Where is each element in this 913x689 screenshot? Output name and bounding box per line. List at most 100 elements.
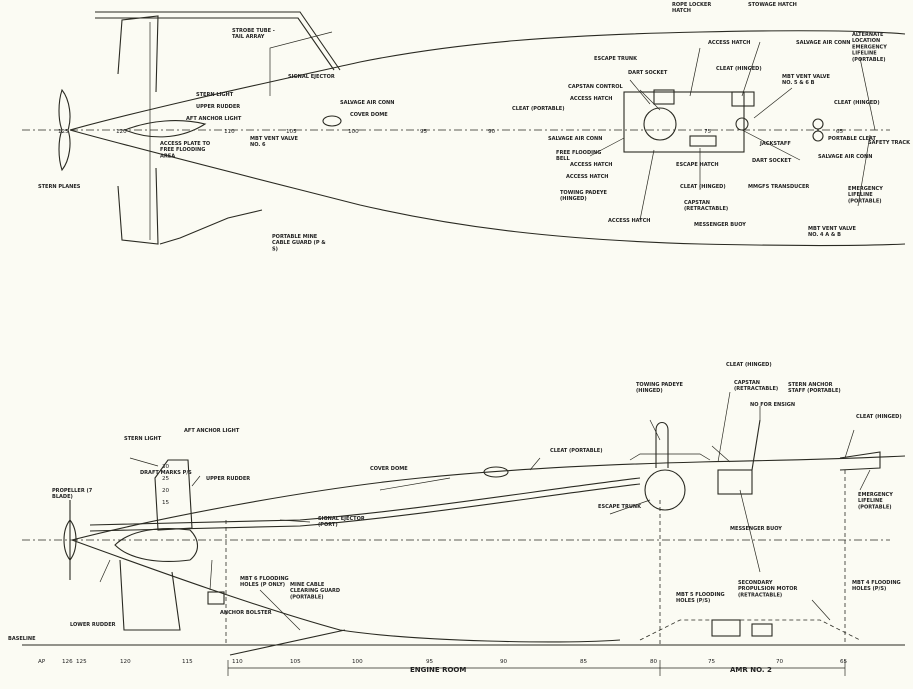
label-stern-light: STERN LIGHT xyxy=(196,92,234,98)
plan-strobe-tube-2 xyxy=(95,17,335,71)
label-cover-dome-1: COVER DOME xyxy=(350,112,388,118)
plan-capstan xyxy=(689,135,717,147)
label-cleat-hinged-4: CLEAT (HINGED) xyxy=(726,362,772,368)
label-cleat-hinged-3: CLEAT (HINGED) xyxy=(680,184,726,190)
profile-mine-guard xyxy=(229,629,346,656)
label-escape-trunk-1: ESCAPE TRUNK xyxy=(594,56,638,62)
label-access-hatch-4: ACCESS HATCH xyxy=(566,174,608,180)
label-transducer: MMGFS TRANSDUCER xyxy=(748,184,809,190)
plan-stern-plane-upper xyxy=(117,15,159,93)
label-t125: 125 xyxy=(58,129,69,135)
profile-tank-outline xyxy=(639,619,861,641)
label-stern-planes: STERN PLANES xyxy=(38,184,81,190)
profile-deck xyxy=(629,453,711,461)
profile-hull-top xyxy=(71,455,906,541)
label-t65: 65 xyxy=(836,129,844,135)
plan-strobe-tube xyxy=(95,11,341,71)
label-access-hatch-5: ACCESS HATCH xyxy=(608,218,650,224)
label-s125: 125 xyxy=(76,659,87,665)
label-salvage-air-1: SALVAGE AIR CONN xyxy=(796,40,850,46)
profile-anchor-staff xyxy=(751,419,761,471)
label-dart-socket-2: DART SOCKET xyxy=(752,158,792,164)
label-messenger-buoy-2: MESSENGER BUOY xyxy=(730,526,782,532)
label-t120: 120 xyxy=(116,129,127,135)
profile-towing-padeye xyxy=(655,421,669,468)
label-t75: 75 xyxy=(704,129,712,135)
label-draft-marks: DRAFT MARKS P/S xyxy=(140,470,192,476)
label-escape-trunk-2: ESCAPE TRUNK xyxy=(598,504,642,510)
plan-leader-1 xyxy=(269,31,333,96)
label-cover-dome-2: COVER DOME xyxy=(370,466,408,472)
draft-mark: 25 xyxy=(162,476,170,482)
label-s110: 110 xyxy=(232,659,243,665)
label-s70: 70 xyxy=(776,659,784,665)
label-capstan-retract-1: CAPSTAN(RETRACTABLE) xyxy=(684,200,728,212)
profile-signal-ejector-2 xyxy=(89,483,641,532)
label-stowage: STOWAGE HATCH xyxy=(748,2,797,8)
plan-propeller xyxy=(58,88,71,172)
label-dart-socket-1: DART SOCKET xyxy=(628,70,668,76)
label-salvage-air-3: SALVAGE AIR CONN xyxy=(548,136,602,142)
label-aft-anchor-light: AFT ANCHOR LIGHT xyxy=(186,116,242,122)
label-t90: 90 xyxy=(488,129,496,135)
label-towing-padeye-1: TOWING PADEYE(HINGED) xyxy=(560,190,608,202)
label-t105: 105 xyxy=(286,129,297,135)
label-s126: 126 xyxy=(62,659,73,665)
profile-upper-rudder xyxy=(154,459,193,531)
draft-mark: 15 xyxy=(162,500,170,506)
label-s65: 65 xyxy=(840,659,848,665)
profile-lifeline-end xyxy=(839,451,881,471)
label-s80: 80 xyxy=(650,659,658,665)
plan-stern-plane-lower xyxy=(117,167,159,245)
plan-escape-trunk xyxy=(643,107,677,141)
profile-anchor-bolster xyxy=(207,591,225,605)
plan-mine-guard xyxy=(159,209,263,245)
label-towing-padeye-2: TOWING PADEYE(HINGED) xyxy=(636,382,684,394)
label-access-hatch-2: ACCESS HATCH xyxy=(570,96,612,102)
label-s120: 120 xyxy=(120,659,131,665)
label-strobe: STROBE TUBE -TAIL ARRAY xyxy=(232,28,275,40)
label-access-hatch-3: ACCESS HATCH xyxy=(570,162,612,168)
label-s115: 115 xyxy=(182,659,193,665)
profile-hull-bottom xyxy=(71,539,621,643)
plan-lifeline xyxy=(857,57,876,207)
plan-rope-locker xyxy=(653,89,675,105)
draft-mark: 30 xyxy=(162,464,170,470)
label-safety-track: SAFETY TRACK xyxy=(868,140,911,146)
label-s100: 100 xyxy=(352,659,363,665)
plan-leaders xyxy=(589,41,801,221)
label-salvage-air-4: SALVAGE AIR CONN xyxy=(818,154,872,160)
profile-motor-2 xyxy=(751,623,773,637)
label-anchor-bolster: ANCHOR BOLSTER xyxy=(220,610,272,616)
label-stern-light-2: STERN LIGHT xyxy=(124,436,162,442)
label-capstan-retract-2: CAPSTAN(RETRACTABLE) xyxy=(734,380,778,392)
label-cleat-portable-2: CLEAT (PORTABLE) xyxy=(550,448,603,454)
plan-hull-lower xyxy=(69,129,906,247)
label-no-for-ensign: NO FOR ENSIGN xyxy=(750,402,795,408)
plan-portable-cleat xyxy=(812,118,824,130)
plan-view xyxy=(22,11,906,247)
draft-mark: 20 xyxy=(162,488,170,494)
plan-salvage-air xyxy=(812,130,824,142)
profile-leaders xyxy=(99,391,871,631)
label-s90: 90 xyxy=(500,659,508,665)
plan-deck-area xyxy=(623,91,745,153)
label-messenger-buoy-1: MESSENGER BUOY xyxy=(694,222,746,228)
profile-lower-rudder xyxy=(119,559,181,631)
label-s105: 105 xyxy=(290,659,301,665)
label-s95: 95 xyxy=(426,659,434,665)
